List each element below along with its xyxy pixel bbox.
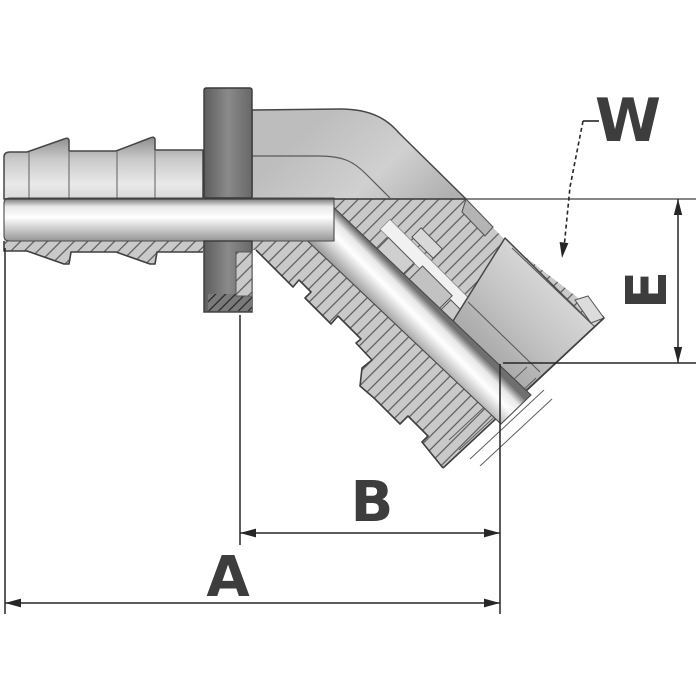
dimension-b-group — [239, 315, 501, 614]
dimension-e-group — [503, 199, 696, 364]
leader-w — [559, 120, 599, 258]
dimension-a-group — [4, 248, 500, 614]
bore-tube — [3, 197, 532, 425]
dimension-e-label: E — [615, 271, 680, 309]
body-cone-face — [461, 197, 494, 237]
hose-barb-shank — [3, 136, 204, 200]
horizontal-bore — [3, 197, 335, 242]
collar-hatch — [208, 294, 252, 311]
dimension-a-label: A — [206, 545, 250, 610]
body-facet-line — [252, 155, 391, 199]
b-arrow-left — [240, 528, 256, 538]
e-arrow-top — [673, 199, 683, 215]
a-arrow-right — [484, 598, 500, 608]
swivel-nut — [442, 237, 605, 469]
dimension-w-label: W — [595, 86, 661, 156]
b-arrow-right — [484, 528, 500, 538]
dimension-b-label: B — [351, 470, 394, 535]
elbow-body — [251, 108, 494, 237]
nut-facet-lines — [467, 247, 596, 373]
e-arrow-bottom — [673, 347, 683, 363]
leader-w-arrow — [559, 242, 569, 258]
a-arrow-left — [5, 598, 21, 608]
collar-flange — [203, 87, 253, 313]
barb-edge-lines — [28, 150, 156, 198]
section-hatch — [3, 198, 604, 469]
